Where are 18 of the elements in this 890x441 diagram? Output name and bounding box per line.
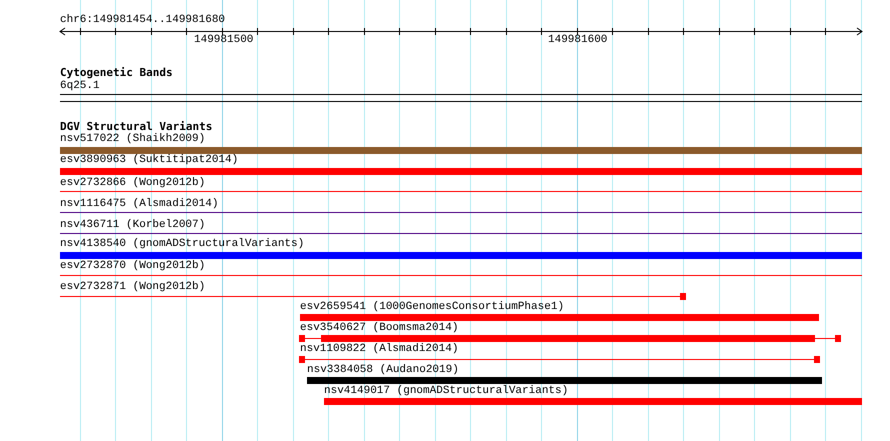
variant-label: nsv517022 (Shaikh2009) [60, 133, 206, 145]
variant-label: esv3890963 (Suktitipat2014) [60, 154, 238, 166]
coordinate-label: chr6:149981454..149981680 [60, 14, 226, 26]
tick-label: 149981500 [194, 34, 254, 46]
variant-label: esv2732866 (Wong2012b) [60, 177, 206, 189]
band-label: 6q25.1 [60, 80, 100, 92]
variant-label: nsv1109822 (Alsmadi2014) [300, 343, 458, 355]
variant-label: nsv4138540 (gnomADStructuralVariants) [60, 238, 304, 250]
variant-label: esv2732870 (Wong2012b) [60, 260, 206, 272]
variant-label: esv3540627 (Boomsma2014) [300, 322, 458, 334]
variant-label: nsv4149017 (gnomADStructuralVariants) [324, 385, 568, 397]
tick-label: 149981600 [548, 34, 608, 46]
variant-label: nsv1116475 (Alsmadi2014) [60, 198, 218, 210]
variant-label: esv2659541 (1000GenomesConsortiumPhase1) [300, 301, 564, 313]
variant-label: nsv436711 (Korbel2007) [60, 219, 206, 231]
variant-label: nsv3384058 (Audano2019) [307, 364, 459, 376]
track-heading: DGV Structural Variants [60, 121, 212, 133]
variant-label: esv2732871 (Wong2012b) [60, 281, 206, 293]
